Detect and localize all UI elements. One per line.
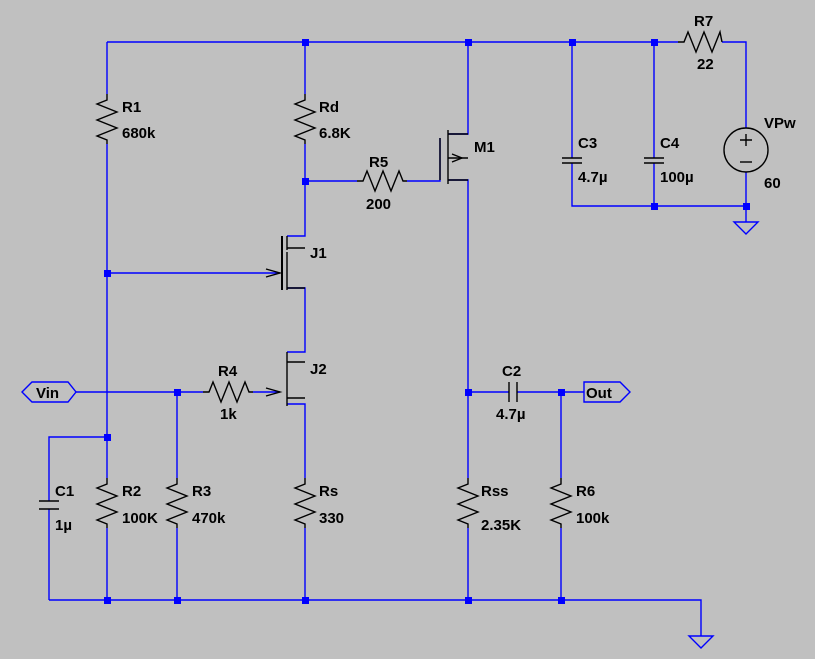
output-port-out[interactable]: Out [583, 381, 631, 403]
resistor-r4[interactable]: R4 1k [203, 363, 253, 423]
resistor-r7[interactable]: R7 22 [678, 13, 723, 73]
junction-dots [104, 39, 750, 604]
r4-value: 1k [220, 406, 237, 423]
rd-name: Rd [319, 99, 339, 116]
r3-value: 470k [192, 510, 226, 527]
c3-value: 4.7µ [578, 169, 608, 186]
c4-value: 100µ [660, 169, 694, 186]
ground-symbol [732, 221, 760, 235]
capacitor-c2[interactable]: C2 4.7µ [496, 363, 526, 423]
resistor-rss[interactable]: Rss 2.35K [456, 478, 521, 534]
capacitor-c3[interactable]: C3 4.7µ [562, 135, 608, 186]
ground-symbol [687, 635, 715, 649]
rs-value: 330 [319, 510, 344, 527]
vin-label: Vin [36, 385, 59, 402]
rss-name: Rss [481, 483, 509, 500]
rd-value: 6.8K [319, 125, 351, 142]
resistor-rs[interactable]: Rs 330 [293, 478, 344, 528]
j1-name: J1 [310, 245, 327, 262]
vpw-value: 60 [764, 175, 781, 192]
resistor-r2[interactable]: R2 100K [95, 478, 158, 528]
r1-value: 680k [122, 125, 156, 142]
resistor-r5[interactable]: R5 200 [357, 154, 407, 213]
r1-name: R1 [122, 99, 141, 116]
input-port-vin[interactable]: Vin [21, 381, 77, 403]
r7-name: R7 [694, 13, 713, 30]
r5-value: 200 [366, 196, 391, 213]
jfet-j1[interactable]: J1 [265, 236, 327, 290]
rss-value: 2.35K [481, 517, 521, 534]
voltage-source-vpw[interactable]: VPw 60 [723, 115, 796, 192]
c3-name: C3 [578, 135, 597, 152]
capacitor-c1[interactable]: C1 1µ [39, 483, 74, 534]
vpw-name: VPw [764, 115, 796, 132]
c1-value: 1µ [55, 517, 72, 534]
resistor-r3[interactable]: R3 470k [165, 478, 226, 528]
jfet-j2[interactable]: J2 [265, 352, 327, 406]
resistor-r6[interactable]: R6 100k [549, 478, 610, 528]
out-label: Out [586, 385, 612, 402]
resistor-rd[interactable]: Rd 6.8K [293, 94, 351, 144]
mosfet-m1[interactable]: M1 [439, 130, 495, 184]
r6-value: 100k [576, 510, 610, 527]
c2-name: C2 [502, 363, 521, 380]
c2-value: 4.7µ [496, 406, 526, 423]
r2-name: R2 [122, 483, 141, 500]
r6-name: R6 [576, 483, 595, 500]
r3-name: R3 [192, 483, 211, 500]
resistor-r1[interactable]: R1 680k [95, 94, 156, 144]
r4-name: R4 [218, 363, 238, 380]
capacitor-c4[interactable]: C4 100µ [644, 135, 694, 186]
r7-value: 22 [697, 56, 714, 73]
c1-name: C1 [55, 483, 74, 500]
m1-name: M1 [474, 139, 495, 156]
r2-value: 100K [122, 510, 158, 527]
c4-name: C4 [660, 135, 680, 152]
j2-name: J2 [310, 361, 327, 378]
rs-name: Rs [319, 483, 338, 500]
r5-name: R5 [369, 154, 388, 171]
